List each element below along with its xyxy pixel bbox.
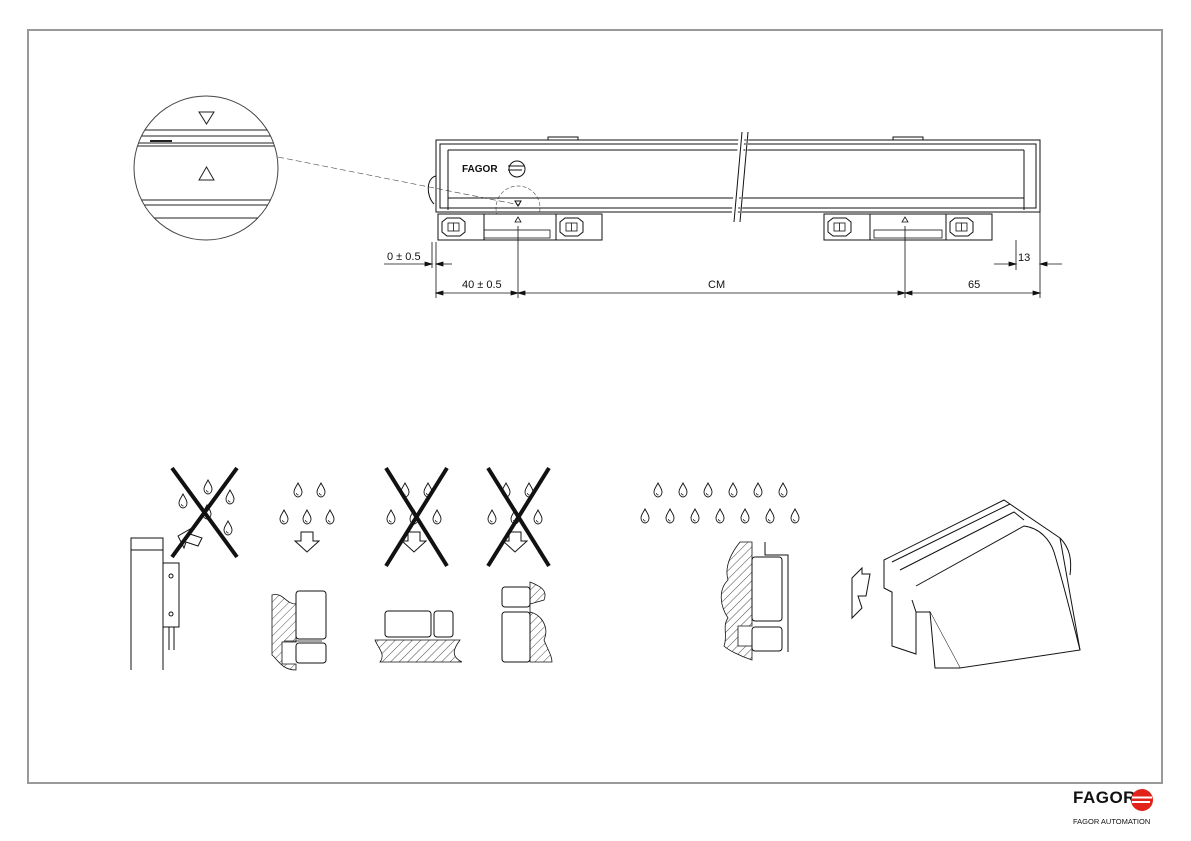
- dim-right-offset: 65: [968, 279, 980, 291]
- footer-subtitle: FAGOR AUTOMATION: [1073, 817, 1150, 826]
- scale-logo: FAGOR: [462, 161, 525, 177]
- footer-brand-name: FAGOR: [1073, 788, 1136, 808]
- fagor-logo-icon: [1130, 788, 1154, 812]
- footer-logo: FAGOR FAGOR AUTOMATION: [1073, 788, 1163, 832]
- scale-logo-text: FAGOR: [462, 164, 498, 175]
- dim-center-label: CM: [708, 279, 725, 291]
- scale-logo-mark: [509, 161, 525, 177]
- dim-zero-offset: 0 ± 0.5: [387, 251, 421, 263]
- dim-left-offset: 40 ± 0.5: [462, 279, 502, 291]
- panel-correct-orientation: [272, 483, 334, 670]
- panel-fluid-protection: [641, 483, 799, 660]
- mounting-bracket-left: [438, 214, 602, 240]
- panel-lip-up-wrong: [488, 468, 552, 662]
- panel-horizontal-wrong: [375, 468, 462, 662]
- detail-magnifier: [120, 96, 300, 240]
- panel-vertical-mount-wrong: [131, 468, 237, 670]
- linear-scale-body: [428, 132, 1040, 222]
- panel-scale-perspective: [852, 500, 1080, 668]
- mounting-bracket-right: [824, 214, 992, 240]
- dim-height-offset: 13: [1018, 252, 1030, 264]
